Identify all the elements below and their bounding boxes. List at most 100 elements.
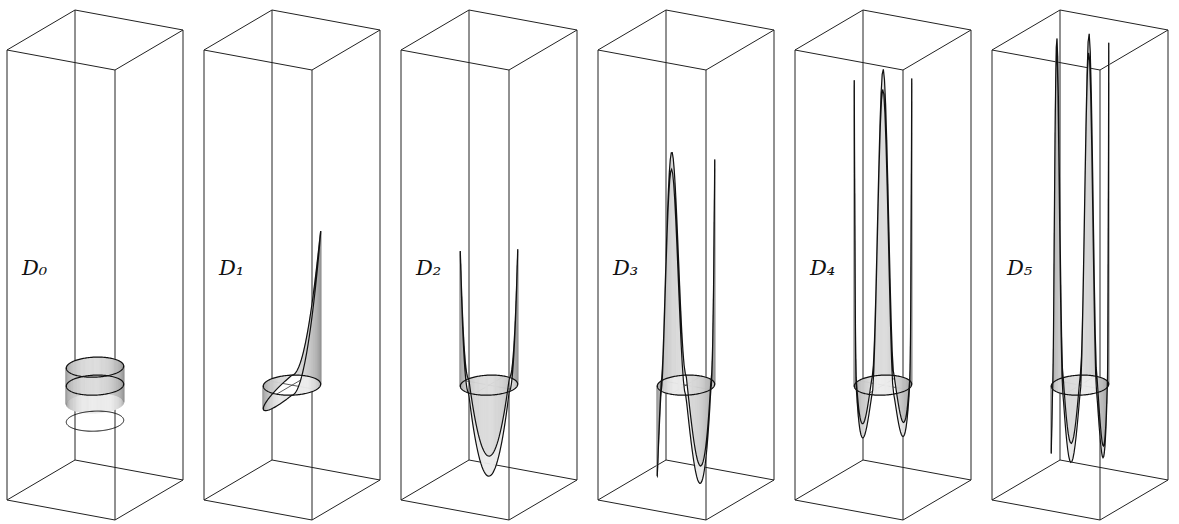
surface-facet (319, 242, 320, 381)
panel-figure (7, 10, 183, 520)
box-edge (598, 500, 706, 520)
panel-label: D₄ (810, 258, 835, 279)
panel-label: D₂ (416, 258, 441, 279)
box-edge (401, 460, 469, 500)
surface-facet (670, 153, 672, 378)
base-circle (66, 375, 123, 395)
box-edge (380, 30, 381, 480)
surface-curtain (66, 357, 123, 413)
box-edge (666, 460, 774, 480)
surface-facet (903, 377, 905, 422)
surface-curtain (1051, 34, 1108, 463)
surface-facet (318, 245, 319, 380)
box-edge (992, 10, 1060, 50)
box-edge (706, 480, 774, 520)
surface-facet (265, 382, 266, 403)
box-edge (795, 460, 863, 500)
box-edge (903, 70, 904, 520)
box-edge (115, 480, 183, 520)
surface-facet (700, 376, 702, 466)
surface-facet (275, 394, 277, 407)
boundary-curve (657, 153, 714, 484)
box-edge (863, 10, 971, 30)
box-edge (795, 50, 796, 500)
surface-facet (268, 380, 270, 399)
surface-facet (320, 231, 321, 384)
box-edge (577, 30, 578, 480)
surface-facet (320, 233, 321, 383)
surface-facet (277, 394, 279, 405)
box-edge (509, 70, 510, 520)
panel-figure (992, 10, 1168, 520)
boundary-curve (66, 357, 123, 377)
box-edge (706, 30, 774, 70)
surface-facet (266, 381, 268, 402)
surface-facet (699, 376, 701, 466)
box-edge (75, 460, 183, 480)
box-edge (992, 460, 1060, 500)
box-edge (992, 50, 1100, 70)
box-edge (1060, 460, 1168, 480)
box-edge (204, 10, 272, 50)
box-edge (272, 10, 380, 30)
surface-facet (320, 232, 321, 385)
box-edge (795, 10, 863, 50)
box-wireframe (7, 10, 183, 520)
surface-facet (270, 379, 272, 396)
box-edge (1100, 30, 1168, 70)
box-wireframe (598, 10, 774, 520)
surface-facet (320, 231, 321, 383)
surface-curtain (854, 69, 911, 437)
box-edge (401, 50, 402, 500)
surface-facet (901, 377, 903, 420)
box-edge (1100, 480, 1168, 520)
box-wireframe (992, 10, 1168, 520)
surface-facet (276, 394, 278, 406)
panel-label: D₁ (219, 258, 244, 279)
surface-facet (274, 378, 276, 392)
surface-facet (320, 232, 321, 383)
surface-facet (273, 394, 275, 408)
box-edge (115, 70, 116, 520)
box-edge (7, 10, 75, 50)
surface-facet (902, 377, 904, 422)
surface-facet (901, 377, 903, 422)
box-edge (1168, 30, 1169, 480)
surface-facet (268, 380, 270, 398)
panel-figure (401, 10, 577, 520)
surface-facet (320, 235, 321, 383)
box-edge (401, 10, 469, 50)
box-edge (75, 10, 183, 30)
box-edge (509, 480, 577, 520)
surface-facet (271, 378, 273, 394)
panel-label: D₃ (613, 258, 638, 279)
boundary-curve (854, 69, 911, 437)
box-edge (312, 480, 380, 520)
surface-facet (273, 378, 275, 393)
surface-facet (264, 382, 265, 404)
surface-facet (320, 231, 321, 384)
box-wireframe (795, 10, 971, 520)
panel-label: D₅ (1007, 258, 1032, 279)
box-edge (903, 480, 971, 520)
surface-curtain (657, 153, 714, 484)
surface-facet (274, 394, 276, 407)
surface-facet (863, 378, 865, 422)
box-edge (7, 460, 75, 500)
surface-facet (320, 231, 321, 384)
boundary-curve (66, 411, 123, 431)
surface-facet (1102, 378, 1104, 446)
box-edge (204, 460, 272, 500)
surface-facet (267, 380, 269, 399)
box-edge (598, 50, 599, 500)
surface-facet (862, 378, 864, 423)
box-edge (1060, 10, 1168, 30)
surface-facet (272, 378, 274, 393)
surface-curtain (263, 231, 320, 411)
box-edge (509, 30, 577, 70)
box-edge (598, 50, 706, 70)
box-wireframe (401, 10, 577, 520)
surface-facet (273, 393, 275, 408)
box-edge (272, 460, 380, 480)
box-edge (204, 500, 312, 520)
